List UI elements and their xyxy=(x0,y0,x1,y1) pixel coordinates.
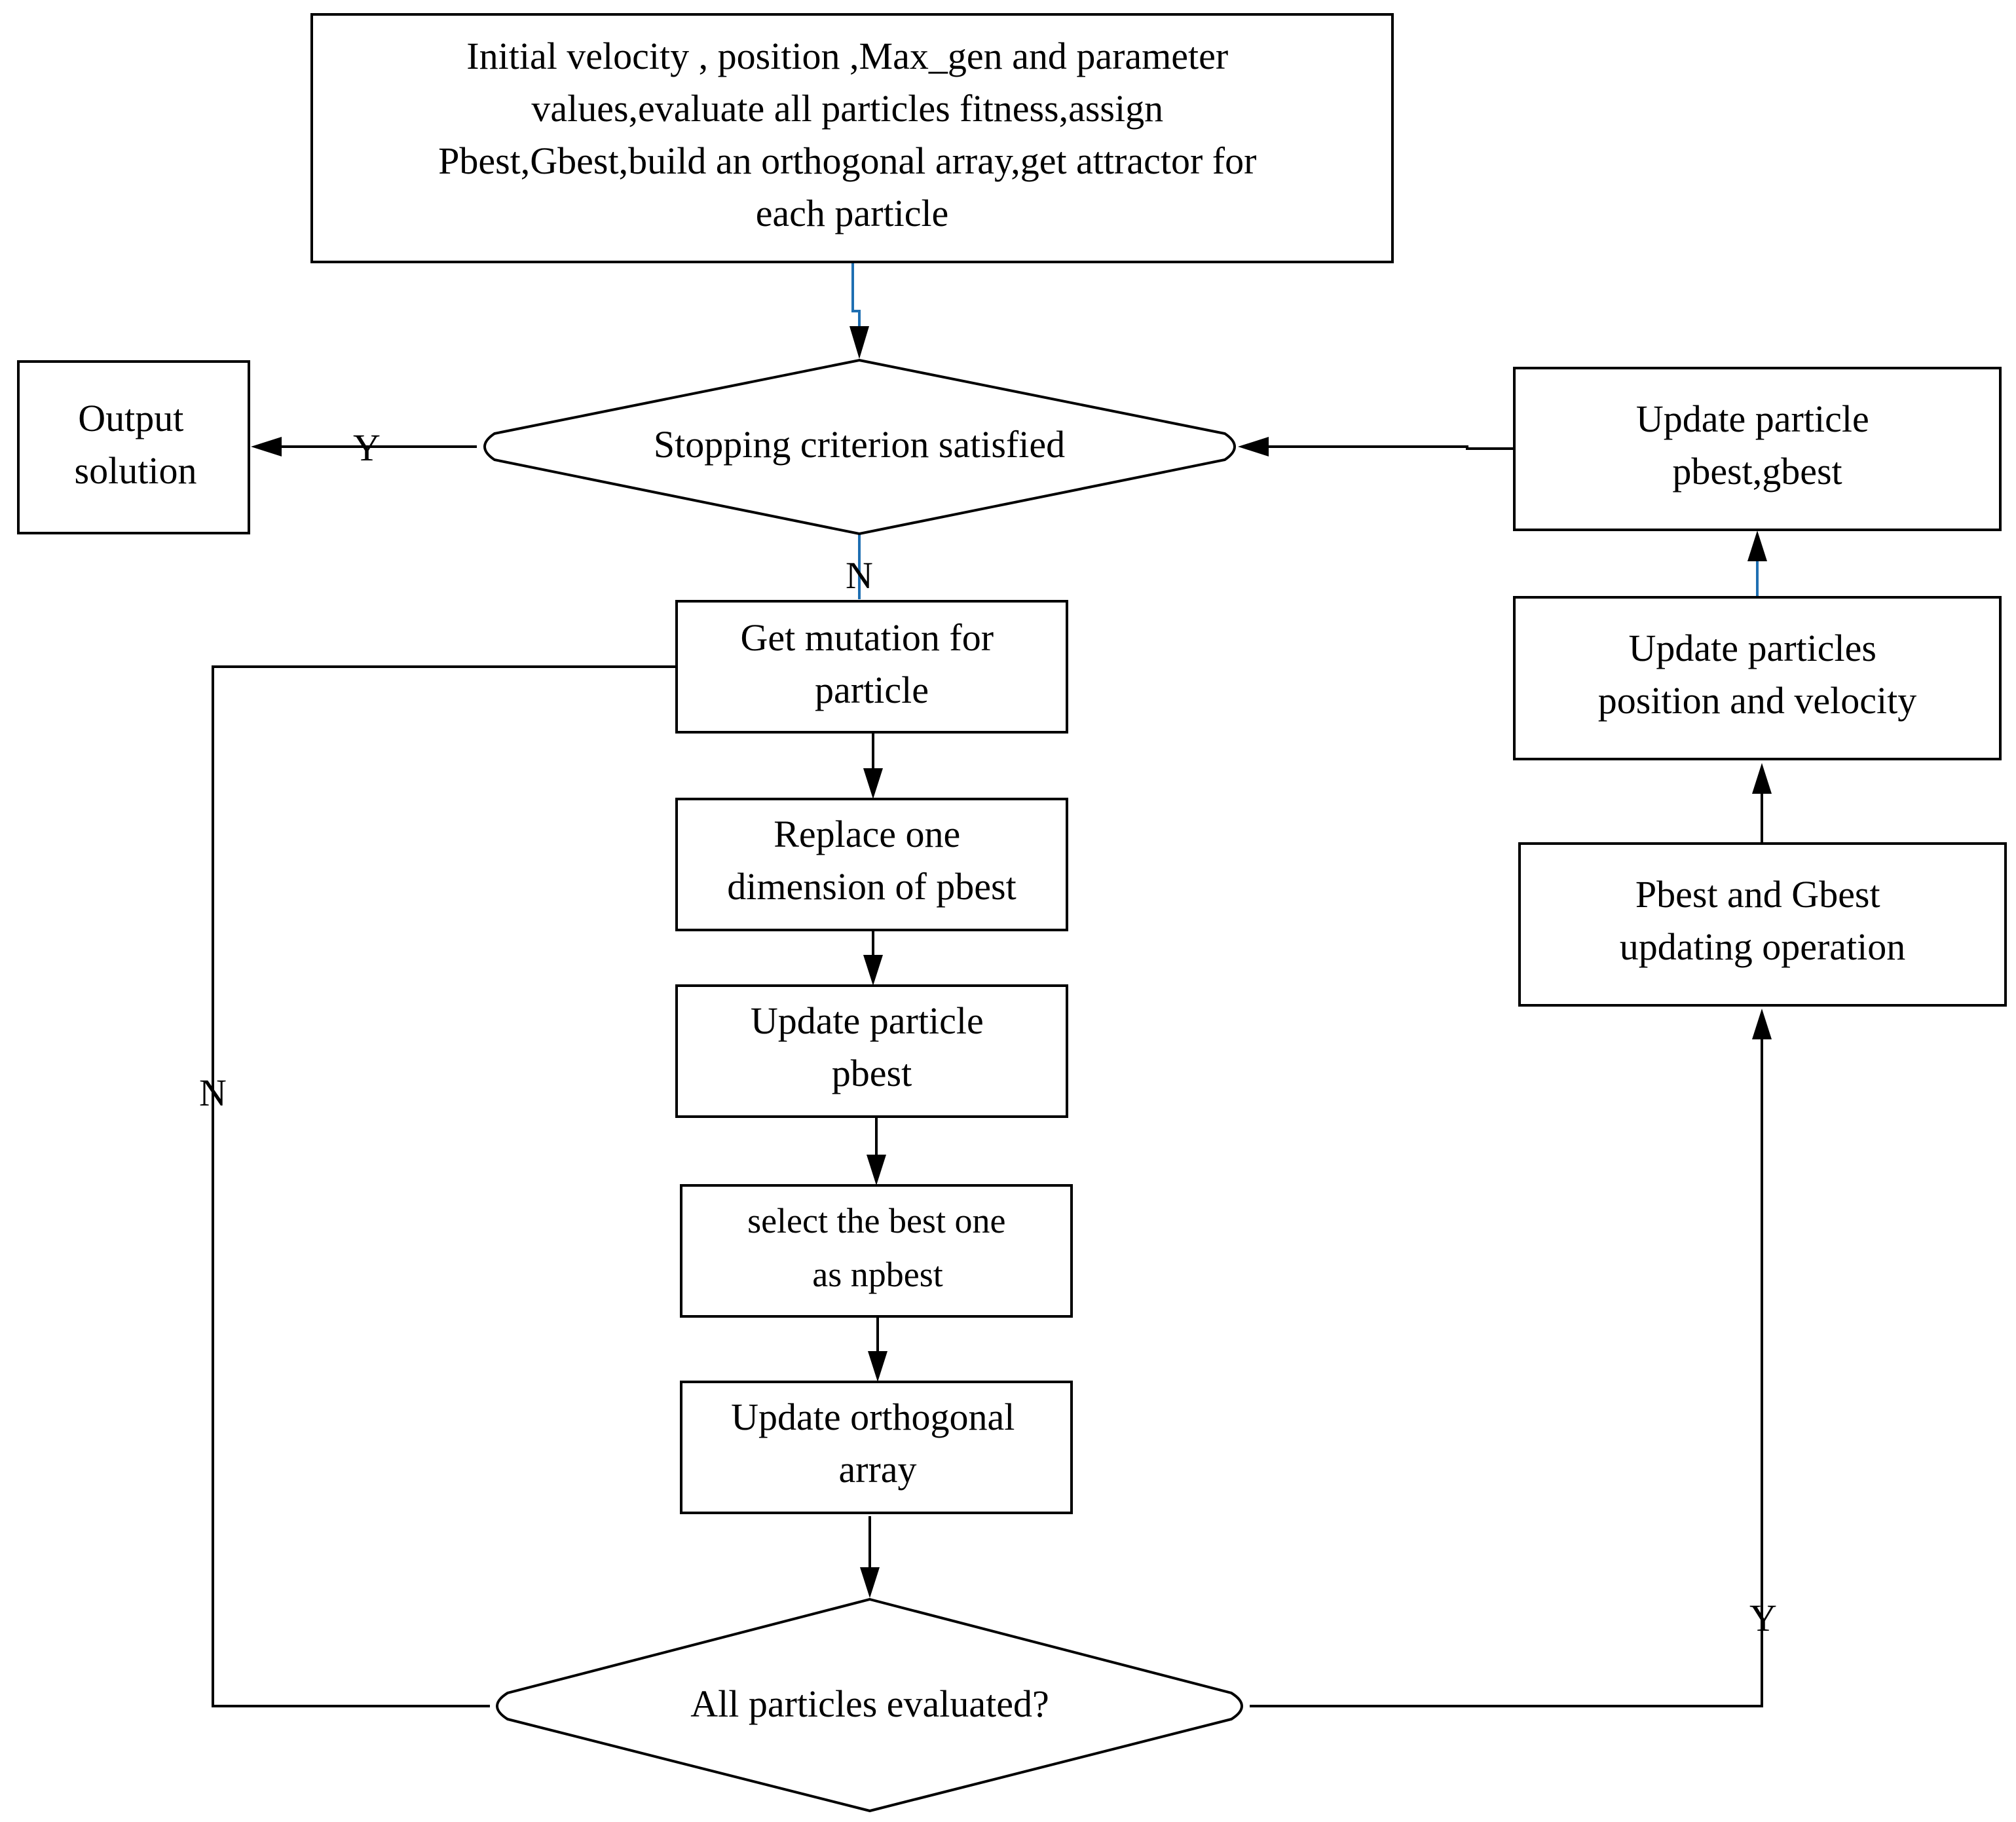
node-pbest-gbest-updating: Pbest and Gbest updating operation xyxy=(1518,842,2007,1007)
edge-posvel-to-pbestgbest-arrowhead xyxy=(1747,530,1767,561)
node-update-orthogonal-array-text: Update orthogonal array xyxy=(731,1396,1024,1491)
node-stopping-criterion-shape xyxy=(483,358,1236,536)
node-get-mutation-box xyxy=(675,600,1068,734)
node-update-pbest-line-2: pbest xyxy=(832,1052,912,1094)
node-all-evaluated-line-1: All particles evaluated? xyxy=(690,1683,1049,1725)
node-update-position-velocity-box xyxy=(1513,596,2002,760)
node-stopping-criterion: Stopping criterion satisfied xyxy=(483,358,1236,536)
node-update-orthogonal-array: Update orthogonal array xyxy=(680,1381,1073,1514)
node-update-pbest-gbest-line-1: Update particle xyxy=(1636,398,1869,440)
node-update-pbest-gbest: Update particle pbest,gbest xyxy=(1513,367,2002,531)
node-all-evaluated-shape xyxy=(496,1597,1243,1813)
node-initialization-line-4: each particle xyxy=(756,192,949,234)
node-replace-dimension: Replace one dimension of pbest xyxy=(675,798,1068,931)
node-pbest-gbest-updating-line-1: Pbest and Gbest xyxy=(1635,873,1880,916)
node-replace-dimension-text: Replace one dimension of pbest xyxy=(727,813,1016,908)
node-update-pbest-gbest-box xyxy=(1513,367,2002,531)
node-pbest-gbest-updating-text: Pbest and Gbest updating operation xyxy=(1620,873,1906,968)
edge-init-to-stopping-arrowhead xyxy=(849,326,869,359)
node-update-orthogonal-array-line-2: array xyxy=(838,1448,916,1491)
node-pbest-gbest-updating-line-2: updating operation xyxy=(1620,925,1906,968)
node-all-evaluated: All particles evaluated? xyxy=(496,1597,1243,1813)
node-output-solution-text: Output solution xyxy=(75,397,197,492)
node-output-solution-line-1: Output xyxy=(78,397,183,439)
edge-select-to-updatearray-arrowhead xyxy=(868,1351,887,1382)
node-update-position-velocity-line-1: Update particles xyxy=(1629,627,1876,669)
edge-evaluated-to-pgupdate xyxy=(1250,1038,1763,1707)
node-update-pbest-text: Update particle pbest xyxy=(751,999,993,1094)
edge-init-to-stopping xyxy=(851,262,861,331)
edge-pgupdate-to-posvel-arrowhead xyxy=(1752,763,1772,794)
label-eval-yes: Y xyxy=(1749,1597,1777,1639)
node-select-best-line-1: select the best one xyxy=(747,1201,1005,1240)
node-update-position-velocity-line-2: position and velocity xyxy=(1598,679,1917,722)
node-initialization-box xyxy=(310,13,1394,263)
node-update-position-velocity-text: Update particles position and velocity xyxy=(1598,627,1917,722)
node-select-best-box xyxy=(680,1184,1073,1318)
node-stopping-criterion-text: Stopping criterion satisfied xyxy=(654,423,1065,466)
node-replace-dimension-line-2: dimension of pbest xyxy=(727,865,1016,908)
node-pbest-gbest-updating-box xyxy=(1518,842,2007,1007)
node-output-solution-line-2: solution xyxy=(75,449,197,492)
node-stopping-criterion-line-1: Stopping criterion satisfied xyxy=(654,423,1065,466)
node-replace-dimension-line-1: Replace one xyxy=(774,813,960,855)
node-initialization-text: Initial velocity , position ,Max_gen and… xyxy=(438,35,1266,234)
label-stop-yes: Y xyxy=(353,426,381,469)
edge-replace-to-updatepbest-arrowhead xyxy=(863,955,883,986)
node-replace-dimension-box xyxy=(675,798,1068,931)
edge-mutation-to-replace-arrowhead xyxy=(863,768,883,799)
node-update-pbest-box xyxy=(675,984,1068,1118)
edge-evaluated-to-mutation xyxy=(212,665,678,1707)
node-get-mutation: Get mutation for particle xyxy=(675,600,1068,734)
edge-updatepbest-to-select-arrowhead xyxy=(867,1155,886,1185)
node-update-orthogonal-array-line-1: Update orthogonal xyxy=(731,1396,1015,1438)
edge-stopping-to-output-arrowhead xyxy=(251,437,282,456)
node-update-position-velocity: Update particles position and velocity xyxy=(1513,596,2002,760)
edge-pbestgbest-to-stopping xyxy=(1267,445,1514,450)
node-update-pbest: Update particle pbest xyxy=(675,984,1068,1118)
node-all-evaluated-text: All particles evaluated? xyxy=(690,1683,1049,1725)
node-update-pbest-gbest-line-2: pbest,gbest xyxy=(1672,450,1842,493)
node-initialization: Initial velocity , position ,Max_gen and… xyxy=(310,13,1394,263)
node-select-best-line-2: as npbest xyxy=(812,1255,943,1294)
node-select-best-text: select the best one as npbest xyxy=(747,1201,1015,1294)
node-update-pbest-line-1: Update particle xyxy=(751,999,984,1042)
node-get-mutation-line-1: Get mutation for xyxy=(740,616,994,659)
node-initialization-line-2: values,evaluate all particles fitness,as… xyxy=(531,87,1163,130)
node-initialization-line-1: Initial velocity , position ,Max_gen and… xyxy=(466,35,1228,77)
node-update-orthogonal-array-box xyxy=(680,1381,1073,1514)
node-select-best: select the best one as npbest xyxy=(680,1184,1073,1318)
edge-updatearray-to-evaluated-arrowhead xyxy=(860,1567,880,1598)
label-stop-no: N xyxy=(846,554,873,597)
edge-evaluated-to-pgupdate-arrowhead xyxy=(1752,1009,1772,1039)
node-update-pbest-gbest-text: Update particle pbest,gbest xyxy=(1636,398,1878,493)
edge-pbestgbest-to-stopping-arrowhead xyxy=(1238,437,1269,456)
node-output-solution-box xyxy=(17,360,250,534)
node-output-solution: Output solution xyxy=(17,360,250,534)
node-get-mutation-text: Get mutation for particle xyxy=(740,616,1003,711)
label-loop-no: N xyxy=(199,1071,227,1114)
node-initialization-line-3: Pbest,Gbest,build an orthogonal array,ge… xyxy=(438,139,1256,182)
node-get-mutation-line-2: particle xyxy=(815,669,929,711)
